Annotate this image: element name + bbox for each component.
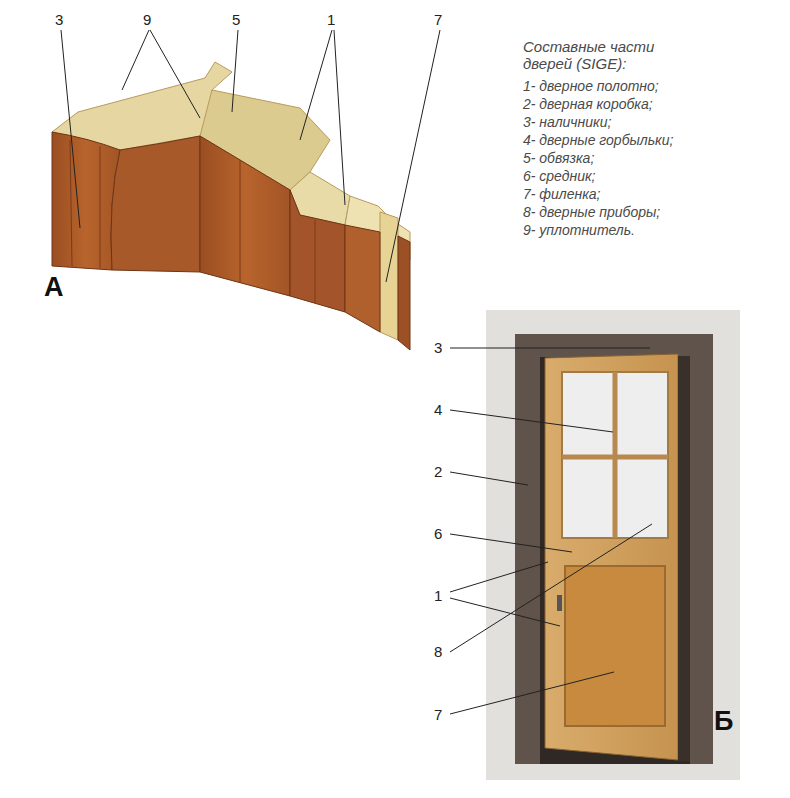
callout-number: 5 [232, 11, 240, 28]
part-name: 9- уплотнитель. [523, 222, 635, 239]
figure-letter: А [44, 272, 64, 302]
callout-number: 4 [434, 401, 442, 418]
callout-number: 1 [434, 587, 442, 604]
callout-number: 9 [143, 11, 151, 28]
callout-number: 3 [55, 11, 63, 28]
figure-letter: Б [714, 706, 733, 736]
callout-number: 7 [434, 706, 442, 723]
part-name: 3- наличники; [523, 114, 611, 131]
callout-number: 2 [434, 463, 442, 480]
part-name: 1- дверное полотно; [523, 78, 659, 95]
callout-number: 7 [434, 11, 442, 28]
callout-number: 1 [327, 11, 335, 28]
part-name: 5- обвязка; [523, 150, 594, 167]
legend-title: Составные части дверей (SIGE): [523, 38, 673, 72]
frame-section [52, 62, 410, 350]
leader-lines-b [450, 348, 652, 714]
part-name: 4- дверные горбыльки; [523, 132, 673, 149]
part-name: 7- филенка; [523, 186, 601, 203]
callout-number: 8 [434, 643, 442, 660]
part-name: 2- дверная коробка; [523, 96, 653, 113]
callout-number: 3 [434, 339, 442, 356]
callout-number: 6 [434, 525, 442, 542]
part-name: 8- дверные приборы; [523, 204, 660, 221]
leader-lines-a [61, 30, 440, 282]
part-name: 6- средник; [523, 168, 595, 185]
